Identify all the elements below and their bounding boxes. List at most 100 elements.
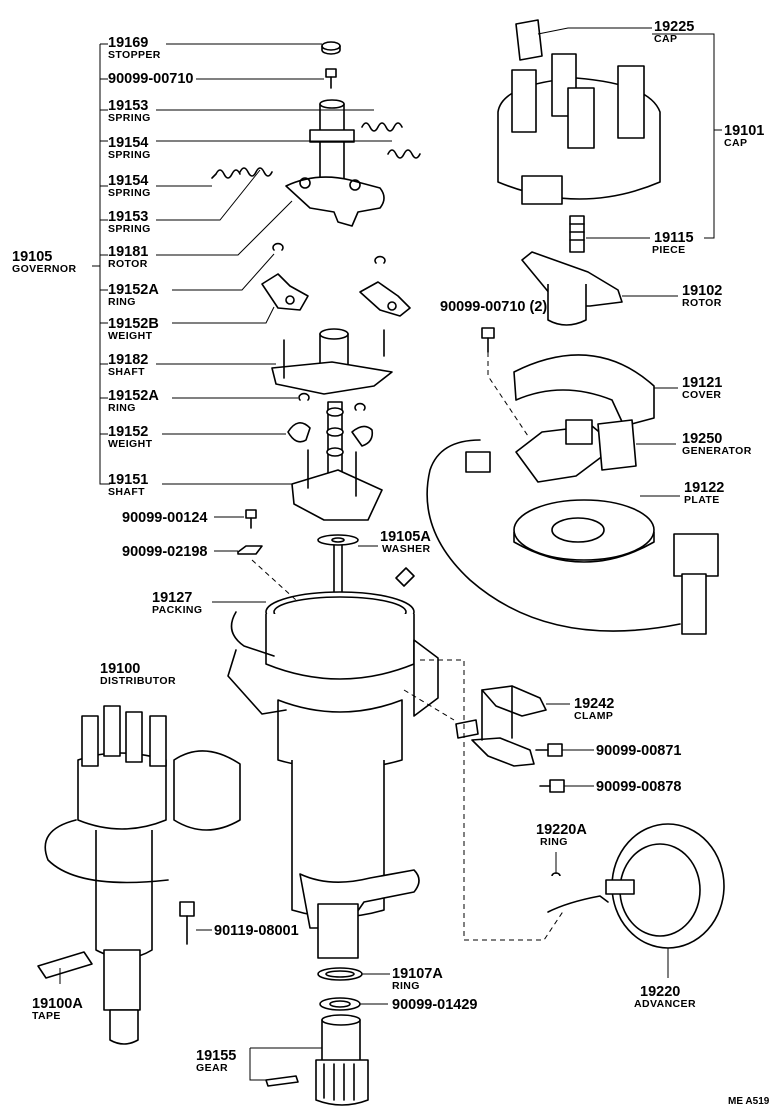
svg-text:RING: RING <box>540 836 568 848</box>
svg-text:COVER: COVER <box>682 389 721 401</box>
assembly-dashed-lines <box>251 352 565 941</box>
label-cap-top: 19225 CAP <box>654 19 694 45</box>
main-shaft-drawing <box>291 401 383 521</box>
label-shaft-19182: 19182 SHAFT <box>108 352 148 378</box>
svg-text:19102: 19102 <box>682 283 722 299</box>
svg-text:SPRING: SPRING <box>108 112 151 124</box>
svg-text:19105: 19105 <box>12 249 52 265</box>
clamp-drawing <box>455 685 547 767</box>
svg-text:CAP: CAP <box>724 137 747 149</box>
label-cover: 19121 COVER <box>682 375 722 401</box>
label-spring-19154-lower: 19154 SPRING <box>108 173 151 199</box>
label-screw-00871: 90099-00871 <box>596 743 681 759</box>
label-bolt-08001: 90119-08001 <box>214 923 299 939</box>
label-washer-19105a: 19105A WASHER <box>380 529 431 555</box>
svg-text:90099-00710 (2): 90099-00710 (2) <box>440 299 547 315</box>
svg-text:19127: 19127 <box>152 590 192 606</box>
drive-gear-drawing <box>265 1014 369 1106</box>
part-labels: 19169 STOPPER 90099-00710 19153 SPRING 1… <box>12 19 770 1107</box>
svg-text:19100A: 19100A <box>32 996 83 1012</box>
label-distributor: 19100 DISTRIBUTOR <box>100 661 176 687</box>
svg-text:GENERATOR: GENERATOR <box>682 445 752 457</box>
svg-text:ADVANCER: ADVANCER <box>634 998 696 1010</box>
svg-text:19121: 19121 <box>682 375 722 391</box>
svg-text:WASHER: WASHER <box>382 543 431 555</box>
stopper-drawing <box>321 41 341 55</box>
svg-text:19122: 19122 <box>684 480 724 496</box>
label-ring-19152a-lower: 19152A RING <box>108 388 159 414</box>
rotor-screw-drawing <box>481 327 495 353</box>
svg-text:90099-00124: 90099-00124 <box>122 510 207 526</box>
svg-text:SHAFT: SHAFT <box>108 486 145 498</box>
svg-text:19154: 19154 <box>108 173 148 189</box>
svg-text:19107A: 19107A <box>392 966 443 982</box>
svg-text:90099-01429: 90099-01429 <box>392 997 477 1013</box>
label-advancer: 19220 ADVANCER <box>634 984 696 1010</box>
svg-text:RING: RING <box>108 296 136 308</box>
connector-drawing <box>673 533 719 635</box>
label-generator: 19250 GENERATOR <box>682 431 752 457</box>
label-stopper: 19169 STOPPER <box>108 35 160 61</box>
svg-text:19105A: 19105A <box>380 529 431 545</box>
label-ring-19107a: 19107A RING <box>392 966 443 992</box>
svg-text:90099-00710: 90099-00710 <box>108 71 193 87</box>
svg-text:19153: 19153 <box>108 209 148 225</box>
label-rotor: 19102 ROTOR <box>682 283 722 309</box>
label-washer-02198: 90099-02198 <box>122 544 207 560</box>
svg-text:WEIGHT: WEIGHT <box>108 438 153 450</box>
lower-ring-washer-drawing <box>317 967 363 1011</box>
dust-cover-drawing <box>513 354 655 427</box>
rotor-drawing <box>521 251 623 326</box>
governor-weights-drawing <box>261 273 411 447</box>
part-drawings <box>37 19 725 1106</box>
governor-cam-drawing <box>285 99 385 227</box>
label-weight-19152: 19152 WEIGHT <box>108 424 153 450</box>
label-piece: 19115 PIECE <box>652 230 694 256</box>
svg-text:19101: 19101 <box>724 123 764 139</box>
label-governor: 19105 GOVERNOR <box>12 249 76 275</box>
label-plate: 19122 PLATE <box>684 480 724 506</box>
svg-text:19152A: 19152A <box>108 282 159 298</box>
label-spring-19154-upper: 19154 SPRING <box>108 135 151 161</box>
svg-text:19152B: 19152B <box>108 316 159 332</box>
svg-text:19250: 19250 <box>682 431 722 447</box>
svg-text:PIECE: PIECE <box>652 244 686 256</box>
label-weight-19152b: 19152B WEIGHT <box>108 316 159 342</box>
svg-text:19152: 19152 <box>108 424 148 440</box>
diagram-reference-code: ME A519 <box>728 1096 770 1107</box>
leader-lines <box>59 27 722 1081</box>
svg-text:RING: RING <box>108 402 136 414</box>
tape-drawing <box>37 951 93 979</box>
breaker-plate-drawing <box>513 499 655 563</box>
svg-text:SPRING: SPRING <box>108 187 151 199</box>
svg-text:19153: 19153 <box>108 98 148 114</box>
small-screw-washer-drawing <box>237 509 263 555</box>
svg-text:PLATE: PLATE <box>684 494 720 506</box>
label-gear: 19155 GEAR <box>196 1048 236 1074</box>
svg-text:19154: 19154 <box>108 135 148 151</box>
label-spring-19153-upper: 19153 SPRING <box>108 98 151 124</box>
governor-bolt-drawing <box>325 68 337 89</box>
svg-text:19152A: 19152A <box>108 388 159 404</box>
label-governor-rotor: 19181 ROTOR <box>108 244 148 270</box>
svg-text:19225: 19225 <box>654 19 694 35</box>
distributor-cap-drawing <box>497 53 661 205</box>
advance-shaft-drawing <box>271 328 393 395</box>
svg-text:GEAR: GEAR <box>196 1062 228 1074</box>
svg-text:19169: 19169 <box>108 35 148 51</box>
svg-text:SHAFT: SHAFT <box>108 366 145 378</box>
label-shaft-19151: 19151 SHAFT <box>108 472 148 498</box>
svg-text:19155: 19155 <box>196 1048 236 1064</box>
label-bolt-00710-2: 90099-00710 (2) <box>440 299 547 315</box>
svg-text:PACKING: PACKING <box>152 604 202 616</box>
svg-text:SPRING: SPRING <box>108 223 151 235</box>
svg-text:ROTOR: ROTOR <box>682 297 722 309</box>
svg-text:19181: 19181 <box>108 244 148 260</box>
label-cap: 19101 CAP <box>724 123 764 149</box>
svg-text:RING: RING <box>392 980 420 992</box>
svg-text:SPRING: SPRING <box>108 149 151 161</box>
label-ring-19152a-upper: 19152A RING <box>108 282 159 308</box>
label-spring-19153-lower: 19153 SPRING <box>108 209 151 235</box>
distributor-housing-drawing <box>227 567 439 959</box>
